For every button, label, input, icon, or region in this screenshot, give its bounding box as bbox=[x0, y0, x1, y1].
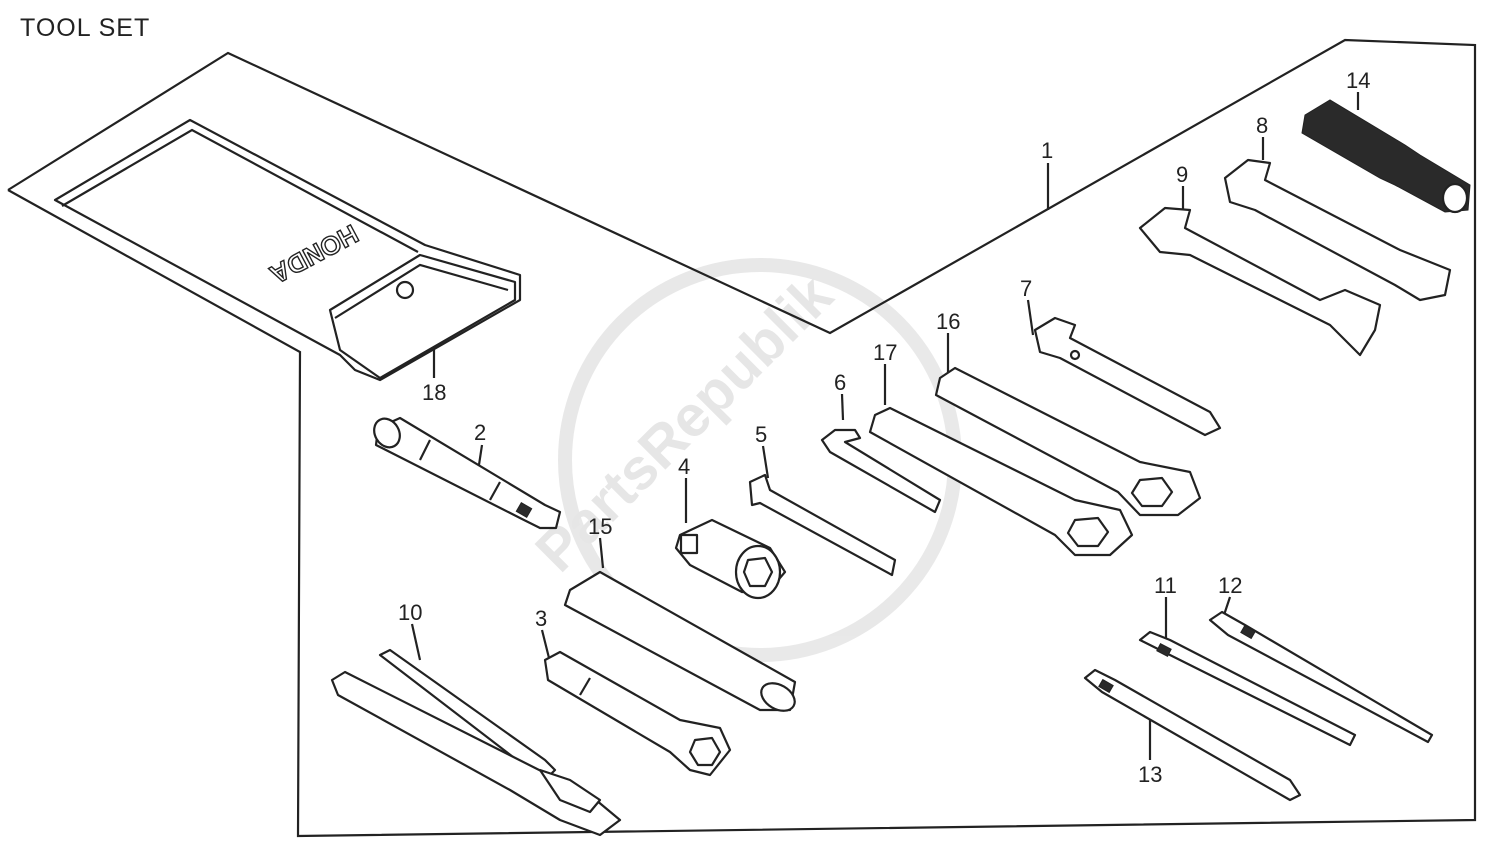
callout-5: 5 bbox=[755, 422, 767, 447]
tray-outline bbox=[7, 38, 1477, 838]
tool-17-spanner bbox=[868, 406, 1134, 557]
callout-14: 14 bbox=[1346, 68, 1370, 93]
tool-pouch: HONDA bbox=[53, 118, 522, 382]
tool-2-handle bbox=[373, 416, 562, 530]
tool-5-hex-key bbox=[748, 473, 897, 577]
callout-17: 17 bbox=[873, 340, 897, 365]
callout-7: 7 bbox=[1020, 276, 1032, 301]
pouch-snap bbox=[395, 280, 415, 300]
callout-8: 8 bbox=[1256, 113, 1268, 138]
tool-6-hex-key bbox=[820, 428, 942, 514]
callout-16: 16 bbox=[936, 309, 960, 334]
callout-10: 10 bbox=[398, 600, 422, 625]
callout-4: 4 bbox=[678, 454, 690, 479]
callout-6: 6 bbox=[834, 370, 846, 395]
tool-15-tube bbox=[563, 570, 797, 712]
callout-2: 2 bbox=[474, 420, 486, 445]
tool-9-wrench bbox=[1138, 206, 1382, 357]
callout-9: 9 bbox=[1176, 162, 1188, 187]
callout-3: 3 bbox=[535, 606, 547, 631]
callout-labels: 1 2 3 4 5 6 7 8 9 10 11 12 13 14 15 16 1… bbox=[398, 68, 1370, 787]
page-title: TOOL SET bbox=[20, 14, 151, 42]
tool-4-socket bbox=[674, 518, 787, 600]
tool-10-pliers bbox=[330, 648, 622, 837]
tool-8-wrench bbox=[1223, 158, 1452, 302]
tool-16-spanner bbox=[934, 366, 1202, 517]
tool-11-bit bbox=[1138, 630, 1357, 747]
tool-3-screwdriver bbox=[543, 650, 732, 777]
tool-7-wrench bbox=[1033, 316, 1222, 437]
callout-1: 1 bbox=[1041, 138, 1053, 163]
callout-15: 15 bbox=[588, 514, 612, 539]
tool-14-handle bbox=[1301, 99, 1471, 214]
callout-18: 18 bbox=[422, 380, 446, 405]
callout-12: 12 bbox=[1218, 573, 1242, 598]
tool-13-bit bbox=[1083, 668, 1302, 802]
callout-11: 11 bbox=[1154, 573, 1177, 598]
tool-12-bit bbox=[1208, 610, 1434, 744]
callout-13: 13 bbox=[1138, 762, 1162, 787]
